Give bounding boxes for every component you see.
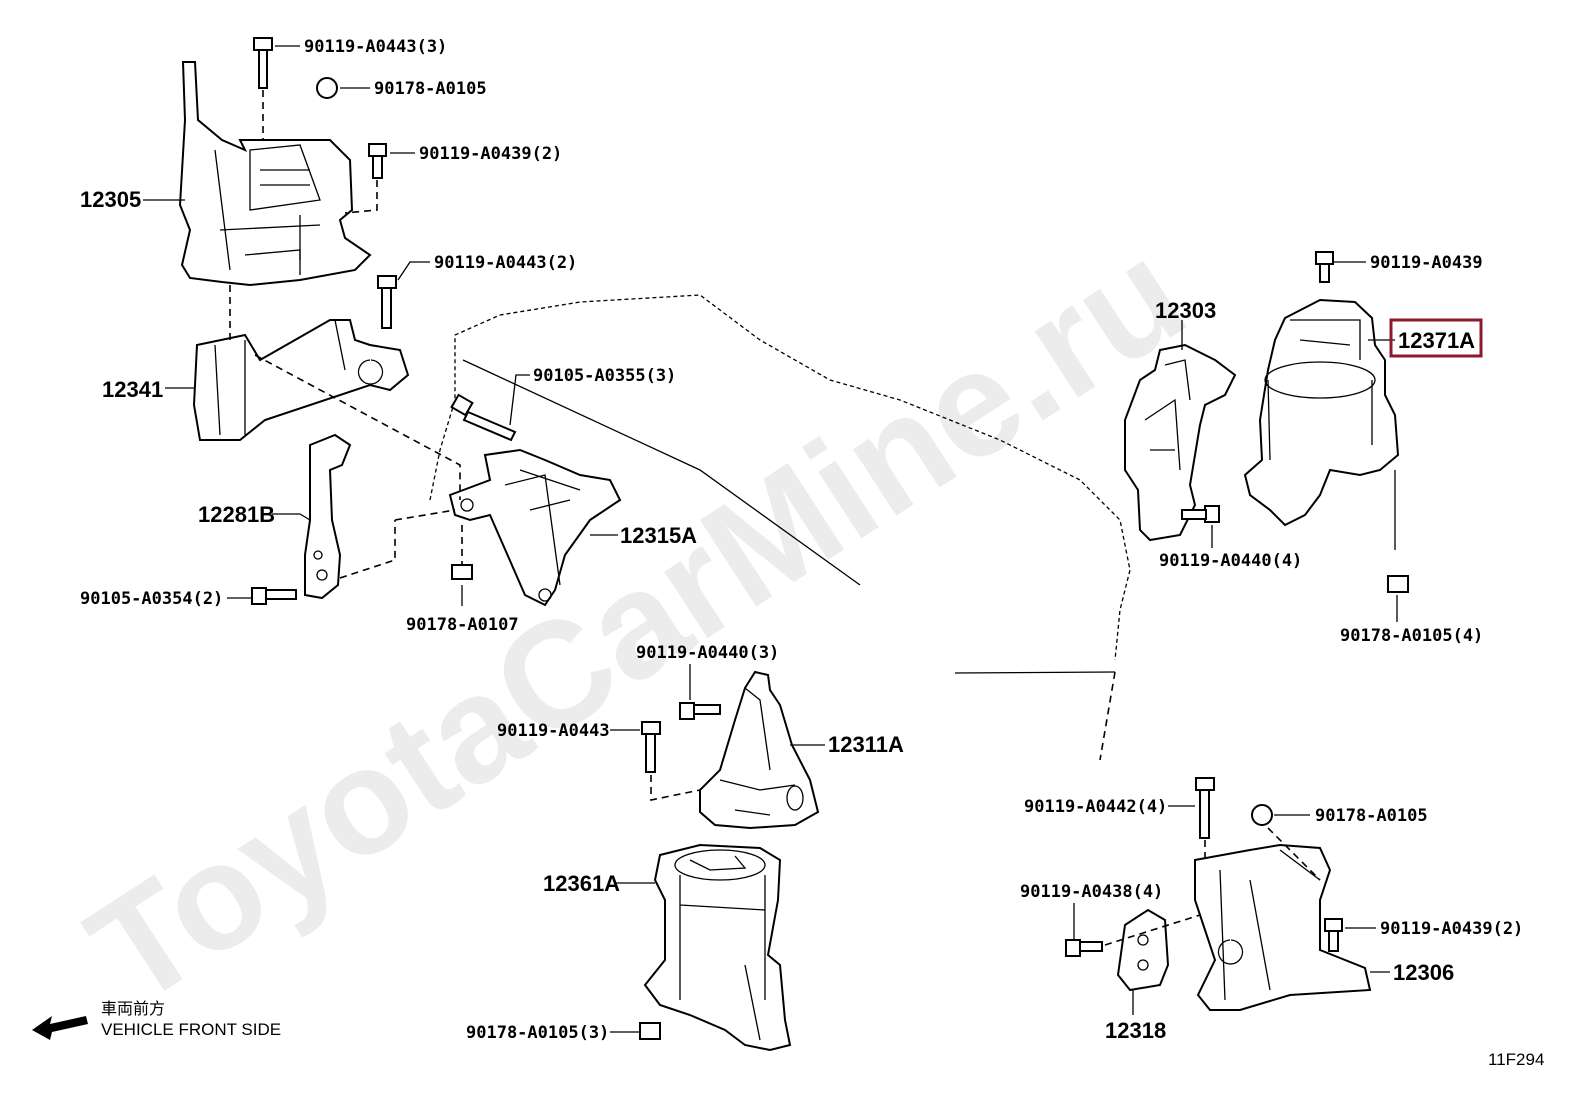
label-fastener[interactable]: 90119-A0443(3) [304, 37, 447, 57]
label-12303[interactable]: 12303 [1155, 298, 1216, 323]
engine-outline [429, 294, 1131, 661]
label-fastener[interactable]: 90178-A0105(3) [466, 1023, 609, 1043]
label-fastener[interactable]: 90178-A0105 [374, 79, 487, 99]
part-12305-mount[interactable] [178, 61, 372, 287]
diagram-code: 11F294 [1488, 1050, 1544, 1069]
part-12281B-plate[interactable] [304, 433, 352, 600]
part-12315A-bracket[interactable] [448, 448, 622, 607]
label-fastener[interactable]: 90105-A0354(2) [80, 589, 223, 609]
direction-en: VEHICLE FRONT SIDE [101, 1020, 281, 1039]
engine-bottom-line [954, 671, 1116, 674]
label-fastener[interactable]: 90105-A0355(3) [533, 366, 676, 386]
vehicle-front-indicator: 車両前方 VEHICLE FRONT SIDE [32, 999, 281, 1040]
part-12318-plate[interactable] [1116, 908, 1170, 992]
label-12315A[interactable]: 12315A [620, 523, 697, 548]
watermark-text: ToyotaCarMine.ru [61, 208, 1213, 1037]
engine-lower-line [462, 359, 861, 586]
part-12306-mount[interactable] [1194, 843, 1372, 1011]
label-fastener[interactable]: 90178-A0107 [406, 615, 519, 635]
label-fastener[interactable]: 90119-A0443 [497, 721, 610, 741]
label-fastener[interactable]: 90119-A0440(3) [636, 643, 779, 663]
label-12361A[interactable]: 12361A [543, 871, 620, 896]
label-fastener[interactable]: 90178-A0105(4) [1340, 626, 1483, 646]
part-12361A-mount[interactable] [643, 843, 792, 1052]
label-fastener[interactable]: 90119-A0439(2) [1380, 919, 1523, 939]
label-fastener[interactable]: 90119-A0440(4) [1159, 551, 1302, 571]
label-12318[interactable]: 12318 [1105, 1018, 1166, 1043]
part-12311A-bracket[interactable] [699, 670, 820, 830]
arrow-left-icon [32, 1016, 88, 1040]
label-fastener[interactable]: 90119-A0443(2) [434, 253, 577, 273]
label-fastener[interactable]: 90119-A0442(4) [1024, 797, 1167, 817]
label-fastener[interactable]: 90119-A0439 [1370, 253, 1483, 273]
part-12371A-mount[interactable] [1243, 298, 1400, 550]
assembly-lines [229, 90, 1321, 946]
highlight-box-12371A [1389, 318, 1483, 358]
direction-jp: 車両前方 [101, 999, 165, 1018]
leader-lines [143, 45, 1398, 1033]
label-12371A[interactable]: 12371A [1398, 328, 1475, 353]
label-fastener[interactable]: 90178-A0105 [1315, 806, 1428, 826]
label-fastener[interactable]: 90119-A0439(2) [419, 144, 562, 164]
engine-drop-line [1099, 671, 1116, 761]
label-12281B[interactable]: 12281B [198, 502, 275, 527]
label-12341[interactable]: 12341 [102, 377, 163, 402]
label-12305[interactable]: 12305 [80, 187, 141, 212]
label-12306[interactable]: 12306 [1393, 960, 1454, 985]
label-fastener[interactable]: 90119-A0438(4) [1020, 882, 1163, 902]
bolt-icons [251, 37, 1409, 1040]
label-12311A[interactable]: 12311A [828, 732, 904, 757]
